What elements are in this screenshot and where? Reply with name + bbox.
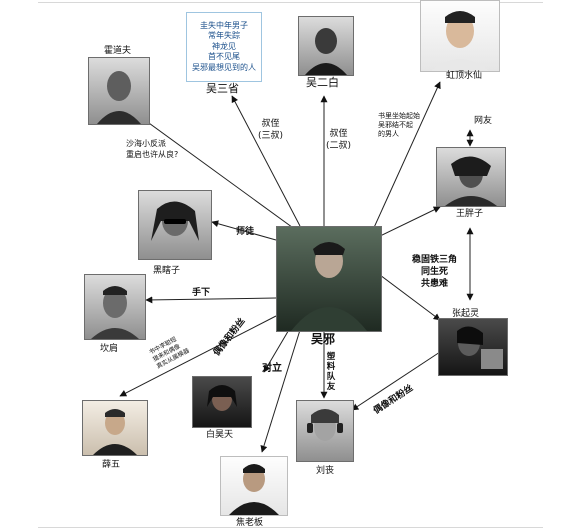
name-huo-daofu: 霍道夫 bbox=[104, 46, 132, 56]
relation-mengyou: 塑料队友 bbox=[326, 352, 336, 392]
note-line: 神龙见 bbox=[212, 41, 236, 51]
portrait-huo-daofu bbox=[88, 57, 150, 125]
relation-line: 共患难 bbox=[421, 279, 449, 289]
frame-top-line bbox=[38, 2, 543, 3]
name-wang-pangzi: 王胖子 bbox=[456, 209, 484, 219]
relation-line: 稳固铁三角 bbox=[412, 255, 458, 265]
portrait-hongding-shuixian bbox=[420, 0, 500, 72]
name-kan-jian: 坎肩 bbox=[100, 344, 119, 354]
portrait-hei-xiazi bbox=[138, 190, 212, 260]
relation-line: 叔侄 bbox=[261, 119, 280, 129]
note-line: 吴邪最想见到的人 bbox=[192, 62, 256, 72]
relation-tiesanjiao: 稳固铁三角 同生死 共患难 bbox=[412, 254, 457, 290]
relation-line: (二叔) bbox=[326, 141, 352, 151]
name-bai-haotian: 白昊天 bbox=[206, 430, 234, 440]
portrait-jiao-laoban bbox=[220, 456, 288, 516]
relation-shouxia: 手下 bbox=[192, 288, 211, 298]
arrow-xuewu bbox=[119, 315, 277, 397]
name-wu-erbai: 吴二白 bbox=[306, 76, 339, 89]
relation-huo: 沙海小反派 重启也许从良? bbox=[126, 138, 178, 160]
relation-line: 沙海小反派 bbox=[126, 139, 166, 148]
relation-line: 同生死 bbox=[421, 267, 449, 277]
wu-sanxing-note: 圭失中年男子 常年失踪 神龙见 首不见尾 吴邪最想见到的人 bbox=[186, 12, 262, 82]
name-wu-xie: 吴邪 bbox=[311, 332, 336, 346]
arrow-hongding bbox=[371, 81, 441, 233]
relation-line: (三叔) bbox=[258, 131, 284, 141]
arrow-heixiazi bbox=[211, 220, 277, 241]
portrait-wang-pangzi bbox=[436, 147, 506, 207]
relation-line: 重启也许从良? bbox=[126, 150, 179, 159]
relation-line: 吴邪结不起 bbox=[378, 121, 413, 129]
portrait-wu-xie bbox=[276, 226, 382, 332]
relation-line: 叔侄 bbox=[329, 129, 348, 139]
note-line: 常年失踪 bbox=[208, 31, 240, 41]
arrow-sanxing bbox=[231, 95, 301, 227]
portrait-zhang-qiling bbox=[438, 318, 508, 376]
relation-duili: 对立 bbox=[262, 363, 282, 374]
relation-wangyou: 网友 bbox=[474, 116, 493, 126]
frame-bottom-line bbox=[38, 527, 543, 528]
relation-line: 书里坐始起始 bbox=[378, 112, 420, 120]
name-hei-xiazi: 黑瞎子 bbox=[153, 266, 181, 276]
arrow-liusang-zhang bbox=[351, 351, 441, 411]
portrait-bai-haotian bbox=[192, 376, 252, 428]
name-jiao-laoban: 焦老板 bbox=[236, 518, 264, 528]
name-wu-sanxing: 吴三省 bbox=[206, 82, 239, 95]
relation-sanxing: 叔侄 (三叔) bbox=[258, 118, 283, 142]
arrow-huo bbox=[141, 117, 297, 231]
portrait-wu-erbai bbox=[298, 16, 354, 76]
arrow-wangpangzi bbox=[379, 206, 441, 237]
arrow-jiaolaoban bbox=[260, 329, 301, 453]
note-line: 圭失中年男子 bbox=[200, 20, 248, 30]
portrait-kan-jian bbox=[84, 274, 146, 340]
note-line: 首不见尾 bbox=[208, 52, 240, 62]
relation-line: 的男人 bbox=[378, 130, 399, 138]
name-liu-sang: 刘丧 bbox=[316, 466, 335, 476]
name-hongding-shuixian: 虹顶水仙 bbox=[446, 71, 483, 81]
name-xue-wu: 薛五 bbox=[102, 460, 121, 470]
relation-erbai: 叔侄 (二叔) bbox=[326, 128, 351, 152]
relation-shitu: 师徒 bbox=[236, 227, 255, 237]
portrait-liu-sang bbox=[296, 400, 354, 462]
arrow-kanjian bbox=[145, 296, 277, 304]
name-zhang-qiling: 张起灵 bbox=[452, 309, 480, 319]
relation-hongding: 书里坐始起始 吴邪结不起 的男人 bbox=[378, 112, 420, 139]
arrow-zhangqiling bbox=[379, 274, 441, 321]
arrow-baihaotian bbox=[263, 327, 291, 373]
portrait-xue-wu bbox=[82, 400, 148, 456]
